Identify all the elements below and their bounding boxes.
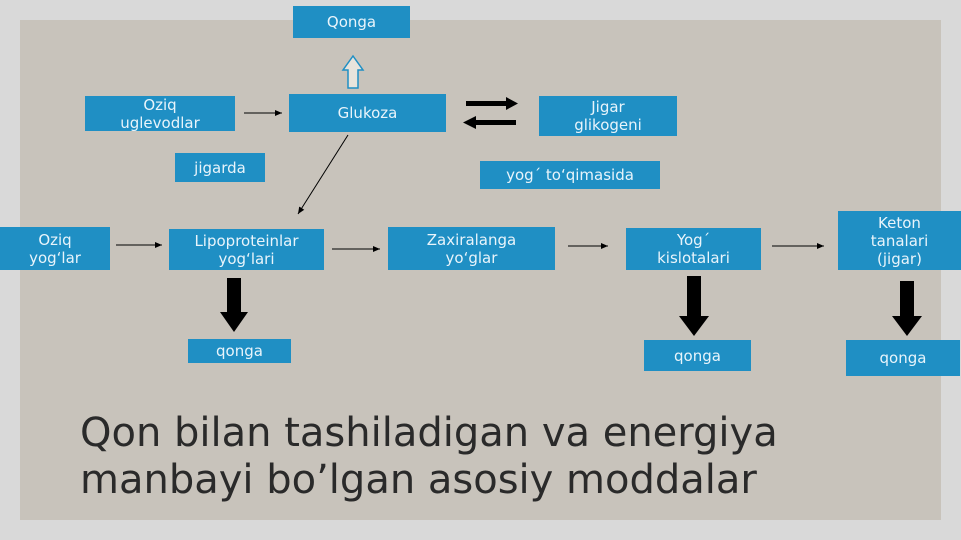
node-qonga-2: qonga xyxy=(644,340,751,371)
node-qonga-3: qonga xyxy=(846,340,960,376)
node-glukoza: Glukoza xyxy=(289,94,446,132)
slide-title: Qon bilan tashiladigan va energiya manba… xyxy=(80,410,778,503)
node-oziq-yoglar: Oziq yog‘lar xyxy=(0,227,110,270)
node-oziq-uglevodlar: Oziq uglevodlar xyxy=(85,96,235,131)
node-qonga-top: Qonga xyxy=(293,6,410,38)
hollow-up-arrow xyxy=(341,54,365,89)
arrow-glukoza-lipoprotein xyxy=(297,134,349,215)
node-keton-tanalari: Keton tanalari (jigar) xyxy=(838,211,961,270)
node-qonga-1: qonga xyxy=(188,339,291,363)
node-yog-kislotalari: Yog´ kislotalari xyxy=(626,228,761,270)
node-zaxiralanga: Zaxiralanga yo‘glar xyxy=(388,227,555,270)
node-jigarda: jigarda xyxy=(175,153,265,182)
node-yog-toqimasida: yog´ to‘qimasida xyxy=(480,161,660,189)
equilibrium-arrows xyxy=(463,97,518,129)
down-arrow-1 xyxy=(220,278,248,332)
down-arrow-2 xyxy=(679,276,709,336)
node-jigar-glikogeni: Jigar glikogeni xyxy=(539,96,677,136)
down-arrow-3 xyxy=(892,281,922,336)
node-lipoproteinlar: Lipoproteinlar yog‘lari xyxy=(169,229,324,270)
